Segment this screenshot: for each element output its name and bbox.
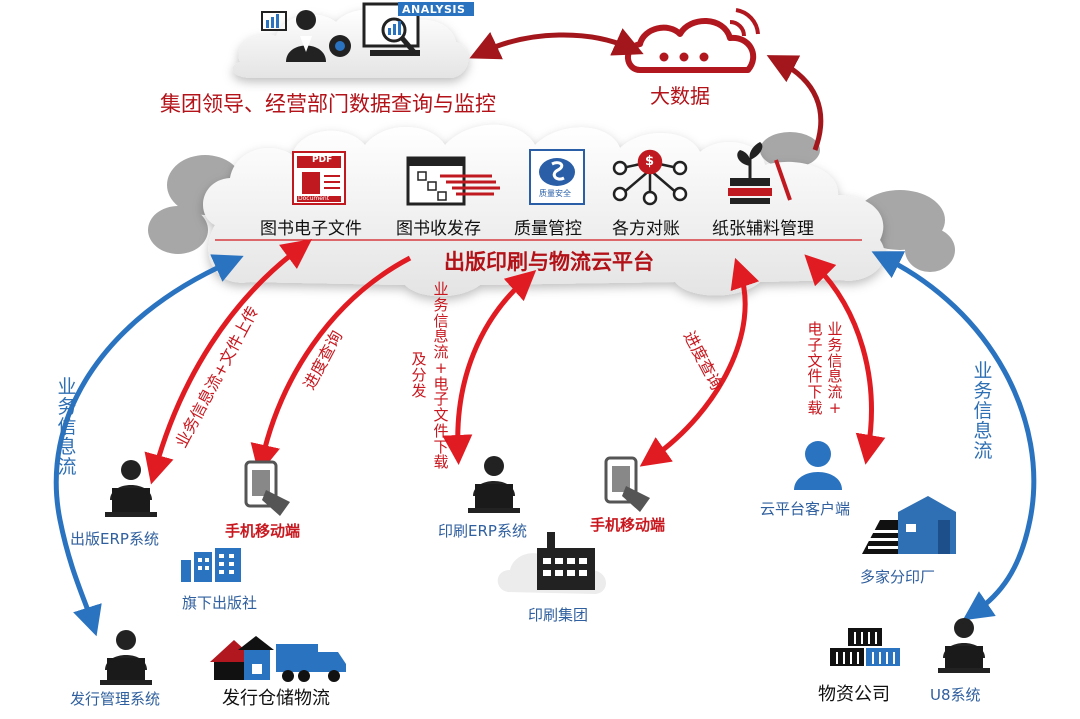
factory-icon bbox=[537, 532, 595, 590]
module-label-quality: 质量管控 bbox=[514, 219, 582, 239]
bigdata-cloud-icon bbox=[625, 8, 760, 73]
quality-seal-icon bbox=[529, 149, 585, 205]
warehouse-factory-icon bbox=[862, 496, 956, 554]
bigdata-label: 大数据 bbox=[650, 84, 710, 108]
publishing-erp-label: 出版ERP系统 bbox=[70, 530, 159, 548]
platform-title: 出版印刷与物流云平台 bbox=[444, 250, 654, 274]
person-computer-icon bbox=[468, 456, 520, 513]
leaders-bigdata-arrow bbox=[469, 28, 644, 60]
module-label-inventory: 图书收发存 bbox=[396, 219, 481, 239]
client-download-arrow bbox=[804, 254, 886, 465]
left-blue-flow-arrow bbox=[53, 254, 244, 637]
mobile-phone-icon bbox=[244, 460, 290, 516]
container-stack-icon bbox=[830, 628, 900, 666]
warehouse-logistics-label: 发行仓储物流 bbox=[222, 688, 330, 709]
client-flow-label-col2: 电子文件下载 bbox=[807, 320, 823, 417]
mobile-right-query-arrow bbox=[639, 257, 760, 467]
print-factories-label: 多家分印厂 bbox=[860, 568, 936, 586]
mobile-left-query-arrow bbox=[250, 255, 412, 475]
printing-erp-label: 印刷ERP系统 bbox=[438, 522, 527, 540]
distribution-mgmt-label: 发行管理系统 bbox=[70, 690, 161, 708]
seal-icon-text: 质量安全 bbox=[539, 189, 571, 198]
materials-company-label: 物资公司 bbox=[818, 684, 890, 705]
cloud-client-label: 云平台客户端 bbox=[760, 500, 851, 518]
person-computer-icon bbox=[105, 460, 157, 517]
right-blue-flow-label: 业务信息流 bbox=[973, 360, 993, 462]
warehouse-truck-icon bbox=[210, 636, 346, 682]
left-blue-flow-label: 业务信息流 bbox=[57, 376, 77, 478]
person-computer-icon bbox=[100, 630, 152, 685]
platform-bigdata-arrow bbox=[766, 55, 824, 151]
person-computer-icon bbox=[938, 618, 990, 673]
printing-group-label: 印刷集团 bbox=[528, 606, 589, 624]
right-blue-flow-arrow bbox=[871, 251, 1037, 621]
finance-network-icon bbox=[612, 149, 688, 206]
subsidiary-press-label: 旗下出版社 bbox=[182, 594, 258, 612]
press-building-icon bbox=[181, 548, 241, 582]
analysis-badge: ANALYSIS bbox=[402, 3, 466, 16]
mobile-right-label: 手机移动端 bbox=[590, 516, 666, 534]
print-flow-label-col2: 及分发 bbox=[411, 350, 427, 400]
module-label-paper: 纸张辅料管理 bbox=[712, 219, 814, 239]
finance-icon-text: $ bbox=[645, 154, 655, 169]
books-plant-icon bbox=[728, 142, 792, 204]
platform-cloud bbox=[203, 124, 885, 297]
client-flow-label-col1: 业务信息流+ bbox=[827, 320, 843, 417]
module-label-ebook: 图书电子文件 bbox=[260, 219, 362, 239]
print-flow-label-col1: 业务信息流+电子文件下载 bbox=[433, 280, 449, 472]
list-transfer-icon bbox=[406, 156, 500, 206]
module-label-reconciliation: 各方对账 bbox=[612, 219, 680, 239]
mobile-left-label: 手机移动端 bbox=[225, 522, 301, 540]
analysis-monitor-icon bbox=[362, 2, 474, 56]
leaders-label: 集团领导、经营部门数据查询与监控 bbox=[160, 92, 496, 116]
print-erp-arrow bbox=[442, 270, 537, 465]
analyst-person-icon bbox=[261, 10, 351, 62]
pdf-icon-text: PDF bbox=[312, 155, 333, 165]
u8-system-label: U8系统 bbox=[930, 686, 981, 704]
pdf-document-icon bbox=[292, 151, 346, 205]
user-avatar-icon bbox=[794, 441, 842, 490]
pdf-icon-subtext: Document bbox=[298, 195, 330, 202]
mobile-phone-icon bbox=[604, 456, 650, 512]
